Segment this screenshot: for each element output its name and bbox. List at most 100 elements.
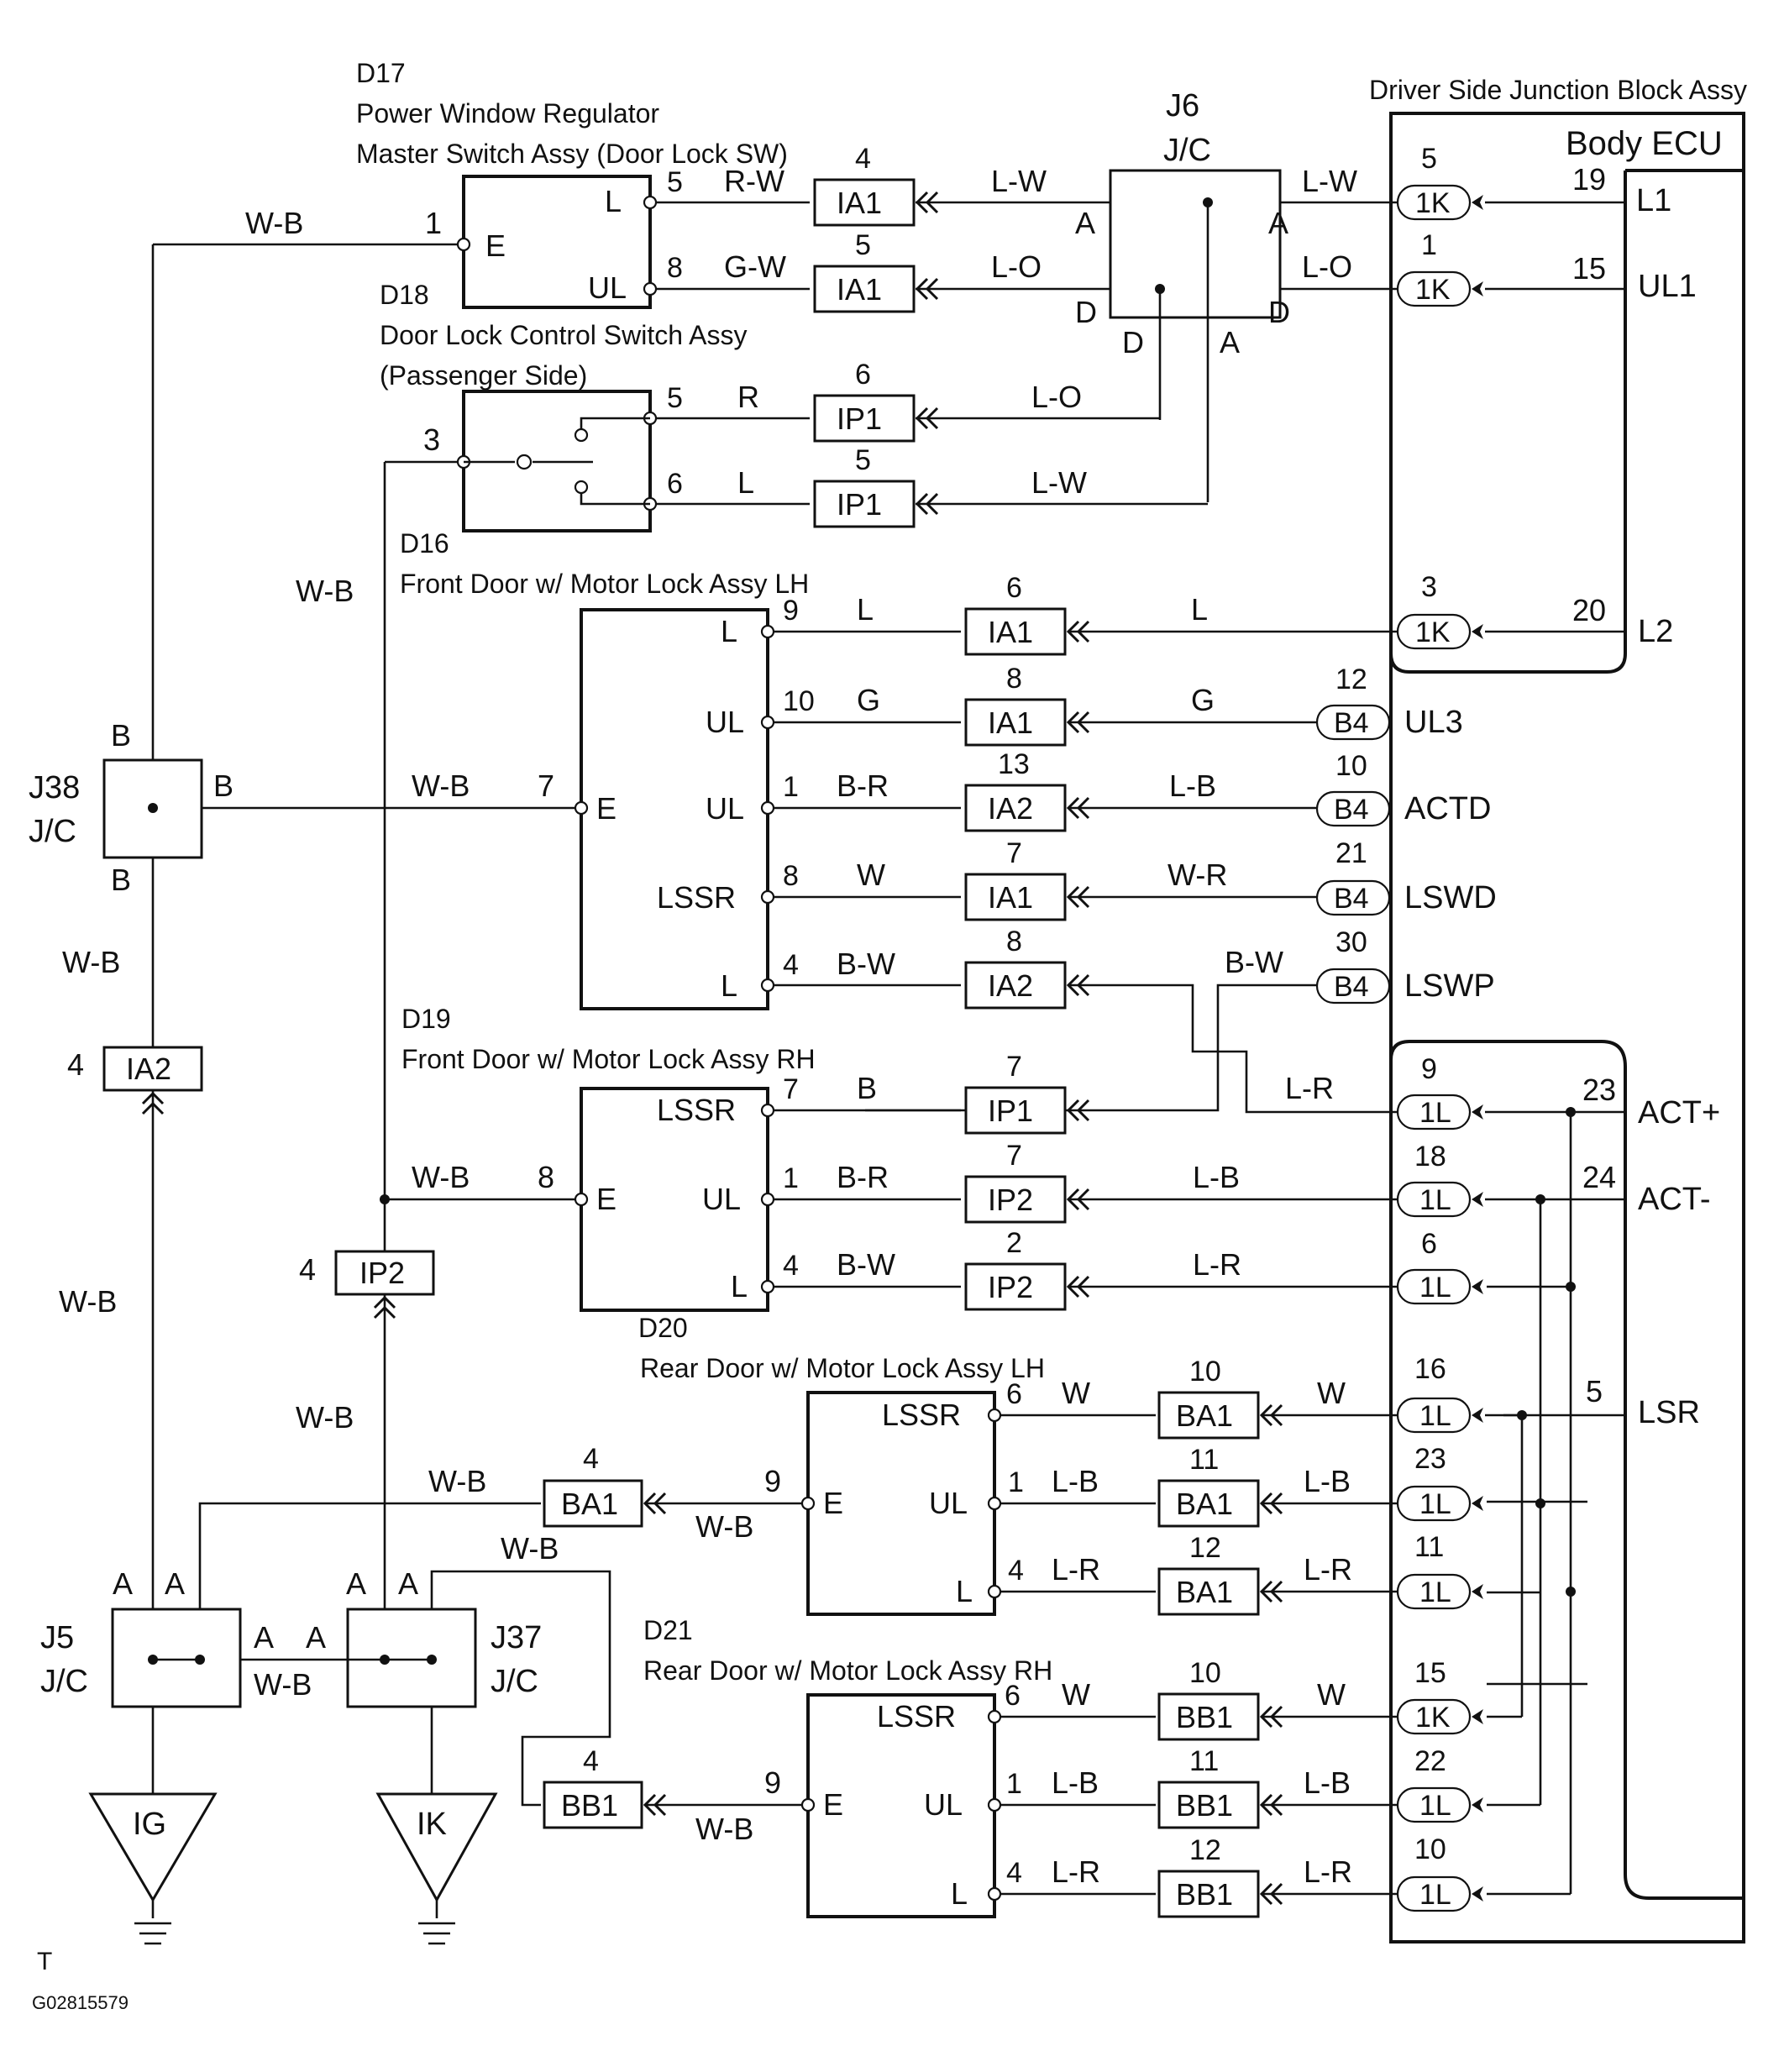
svg-text:15: 15 bbox=[1414, 1657, 1446, 1689]
wire-label: L-W bbox=[1031, 465, 1087, 500]
svg-text:1L: 1L bbox=[1419, 1576, 1451, 1608]
wire-label: W-B bbox=[254, 1667, 312, 1702]
svg-text:E: E bbox=[596, 791, 617, 826]
ecu-connector-b4-10: B4 10 bbox=[1315, 750, 1391, 827]
svg-text:4: 4 bbox=[299, 1252, 316, 1287]
ecu-pin-5: 5 bbox=[1586, 1374, 1603, 1408]
ecu-signal-l2: L2 bbox=[1638, 614, 1673, 649]
svg-text:1: 1 bbox=[425, 206, 442, 240]
svg-text:Door Lock Control Switch Assy: Door Lock Control Switch Assy bbox=[380, 320, 748, 350]
d20-code: D20 bbox=[638, 1313, 688, 1343]
svg-text:BA1: BA1 bbox=[1176, 1398, 1233, 1433]
svg-text:IA1: IA1 bbox=[988, 706, 1033, 740]
svg-text:Master Switch Assy (Door Lock: Master Switch Assy (Door Lock SW) bbox=[356, 139, 788, 169]
svg-text:BB1: BB1 bbox=[1176, 1788, 1233, 1823]
svg-text:UL: UL bbox=[702, 1182, 741, 1216]
svg-text:IP1: IP1 bbox=[837, 487, 882, 522]
svg-text:30: 30 bbox=[1335, 926, 1367, 958]
svg-text:1K: 1K bbox=[1415, 1702, 1451, 1734]
wire-label: W-B bbox=[412, 1160, 470, 1194]
svg-text:13: 13 bbox=[998, 748, 1030, 780]
svg-text:9: 9 bbox=[1421, 1053, 1437, 1085]
wire-label: R bbox=[737, 380, 759, 414]
ecu-connector-1l-18: 1L 18 bbox=[1396, 1141, 1483, 1218]
svg-text:IA1: IA1 bbox=[837, 272, 882, 307]
connector-bb1-10: BB1 10 bbox=[1157, 1657, 1283, 1741]
svg-text:BB1: BB1 bbox=[1176, 1700, 1233, 1734]
wire-label: L-B bbox=[1052, 1765, 1099, 1800]
svg-text:Rear Door w/ Motor Lock Assy L: Rear Door w/ Motor Lock Assy LH bbox=[640, 1353, 1045, 1383]
svg-text:8: 8 bbox=[667, 252, 683, 284]
connector-ip1-7: IP1 7 bbox=[964, 1051, 1090, 1135]
wire-label: L-B bbox=[1304, 1464, 1351, 1498]
svg-text:UL: UL bbox=[706, 705, 744, 739]
svg-text:18: 18 bbox=[1414, 1141, 1446, 1172]
wire-label: L-B bbox=[1304, 1765, 1351, 1800]
svg-text:IA2: IA2 bbox=[988, 968, 1033, 1003]
ecu-signal-ul3: UL3 bbox=[1404, 705, 1463, 740]
svg-text:E: E bbox=[823, 1486, 843, 1520]
svg-text:J37: J37 bbox=[491, 1620, 542, 1655]
ecu-connector-1k-5: 1K 5 bbox=[1396, 143, 1483, 221]
wire-label: W bbox=[1062, 1376, 1090, 1410]
connector-ip2-2: IP2 2 bbox=[964, 1227, 1090, 1311]
wire-label: L-B bbox=[1052, 1464, 1099, 1498]
svg-text:5: 5 bbox=[1421, 143, 1437, 175]
svg-text:7: 7 bbox=[783, 1073, 799, 1105]
svg-text:1L: 1L bbox=[1419, 1097, 1451, 1129]
svg-text:1L: 1L bbox=[1419, 1272, 1451, 1304]
wire-label: L-R bbox=[1052, 1854, 1100, 1889]
svg-text:Front Door w/ Motor Lock Assy: Front Door w/ Motor Lock Assy LH bbox=[400, 569, 809, 599]
wire-label: W-B bbox=[412, 768, 470, 803]
svg-text:IP1: IP1 bbox=[988, 1094, 1033, 1128]
svg-text:4: 4 bbox=[855, 143, 871, 175]
wire-label: L bbox=[737, 465, 754, 500]
svg-text:1L: 1L bbox=[1419, 1400, 1451, 1432]
wire-label: G bbox=[1191, 683, 1215, 717]
svg-text:10: 10 bbox=[1414, 1833, 1446, 1865]
connector-ia2-4: IA2 4 bbox=[67, 1046, 203, 1115]
j38-junction-connector: J38 J/C B B B bbox=[29, 718, 233, 897]
svg-text:9: 9 bbox=[783, 595, 799, 627]
svg-text:D: D bbox=[1268, 295, 1290, 329]
svg-text:LSSR: LSSR bbox=[877, 1699, 956, 1734]
svg-text:12: 12 bbox=[1189, 1834, 1221, 1866]
svg-text:BB1: BB1 bbox=[561, 1788, 618, 1823]
svg-text:LSSR: LSSR bbox=[657, 1093, 736, 1127]
svg-text:1L: 1L bbox=[1419, 1184, 1451, 1216]
ecu-connector-1l-9: 1L 9 bbox=[1396, 1053, 1483, 1130]
svg-text:Front Door w/ Motor Lock Assy: Front Door w/ Motor Lock Assy RH bbox=[401, 1044, 816, 1074]
wire-label: W-B bbox=[245, 206, 303, 240]
svg-text:9: 9 bbox=[764, 1464, 781, 1498]
svg-text:(Passenger Side): (Passenger Side) bbox=[380, 360, 587, 391]
svg-text:4: 4 bbox=[1006, 1857, 1022, 1889]
ecu-pin-15: 15 bbox=[1572, 251, 1606, 286]
svg-text:1L: 1L bbox=[1419, 1488, 1451, 1520]
connector-ia1-4: IA1 4 bbox=[813, 143, 939, 227]
wire-label: B bbox=[857, 1071, 877, 1105]
svg-text:6: 6 bbox=[1006, 1378, 1022, 1410]
svg-text:IK: IK bbox=[417, 1807, 447, 1842]
connector-ia2-13: IA2 13 bbox=[964, 748, 1090, 832]
ecu-title: Body ECU bbox=[1566, 125, 1723, 162]
d20-rear-door-lock-lh: Rear Door w/ Motor Lock Assy LH E LSSR U… bbox=[640, 1353, 1045, 1616]
svg-text:UL: UL bbox=[924, 1787, 963, 1822]
svg-text:D19: D19 bbox=[401, 1004, 451, 1034]
svg-text:1: 1 bbox=[783, 771, 799, 803]
ground-ik: IK bbox=[375, 1792, 498, 1945]
svg-text:L: L bbox=[956, 1574, 973, 1608]
svg-text:11: 11 bbox=[1189, 1745, 1219, 1777]
svg-text:1: 1 bbox=[1006, 1768, 1022, 1800]
svg-text:7: 7 bbox=[1006, 1140, 1022, 1172]
ecu-signal-actd: ACTD bbox=[1404, 791, 1491, 826]
ecu-pin-20: 20 bbox=[1572, 593, 1606, 627]
svg-text:5: 5 bbox=[855, 444, 871, 476]
svg-text:IP2: IP2 bbox=[988, 1270, 1033, 1304]
svg-text:4: 4 bbox=[783, 949, 799, 981]
svg-text:12: 12 bbox=[1335, 664, 1367, 695]
svg-text:L: L bbox=[721, 968, 737, 1003]
svg-text:BA1: BA1 bbox=[1176, 1487, 1233, 1521]
connector-ip2-7: IP2 7 bbox=[964, 1140, 1090, 1224]
svg-text:6: 6 bbox=[1005, 1680, 1021, 1712]
